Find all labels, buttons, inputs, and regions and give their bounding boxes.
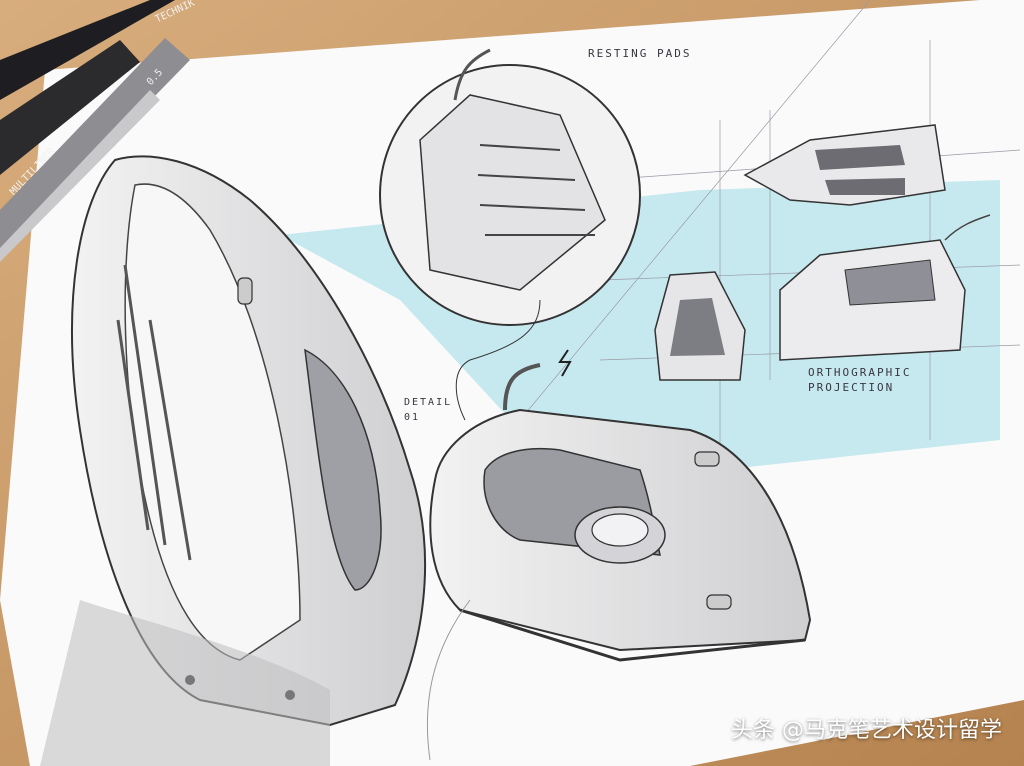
large-iron-front-view <box>40 155 427 766</box>
iron-perspective-view <box>426 363 812 761</box>
watermark-text: 头条 @马克笔艺术设计留学 <box>731 718 1002 743</box>
orthographic-projection-label: ORTHOGRAPHIC PROJECTION <box>808 366 912 394</box>
detail-circle-resting-pads <box>379 48 641 421</box>
rear-view-iron <box>654 271 746 381</box>
lightning-icon <box>558 349 572 377</box>
resting-pads-label: RESTING PADS <box>588 47 692 60</box>
top-view-iron <box>743 124 946 206</box>
detail-label: DETAIL 01 <box>404 397 453 423</box>
side-view-iron <box>779 214 991 361</box>
pens <box>0 0 190 262</box>
